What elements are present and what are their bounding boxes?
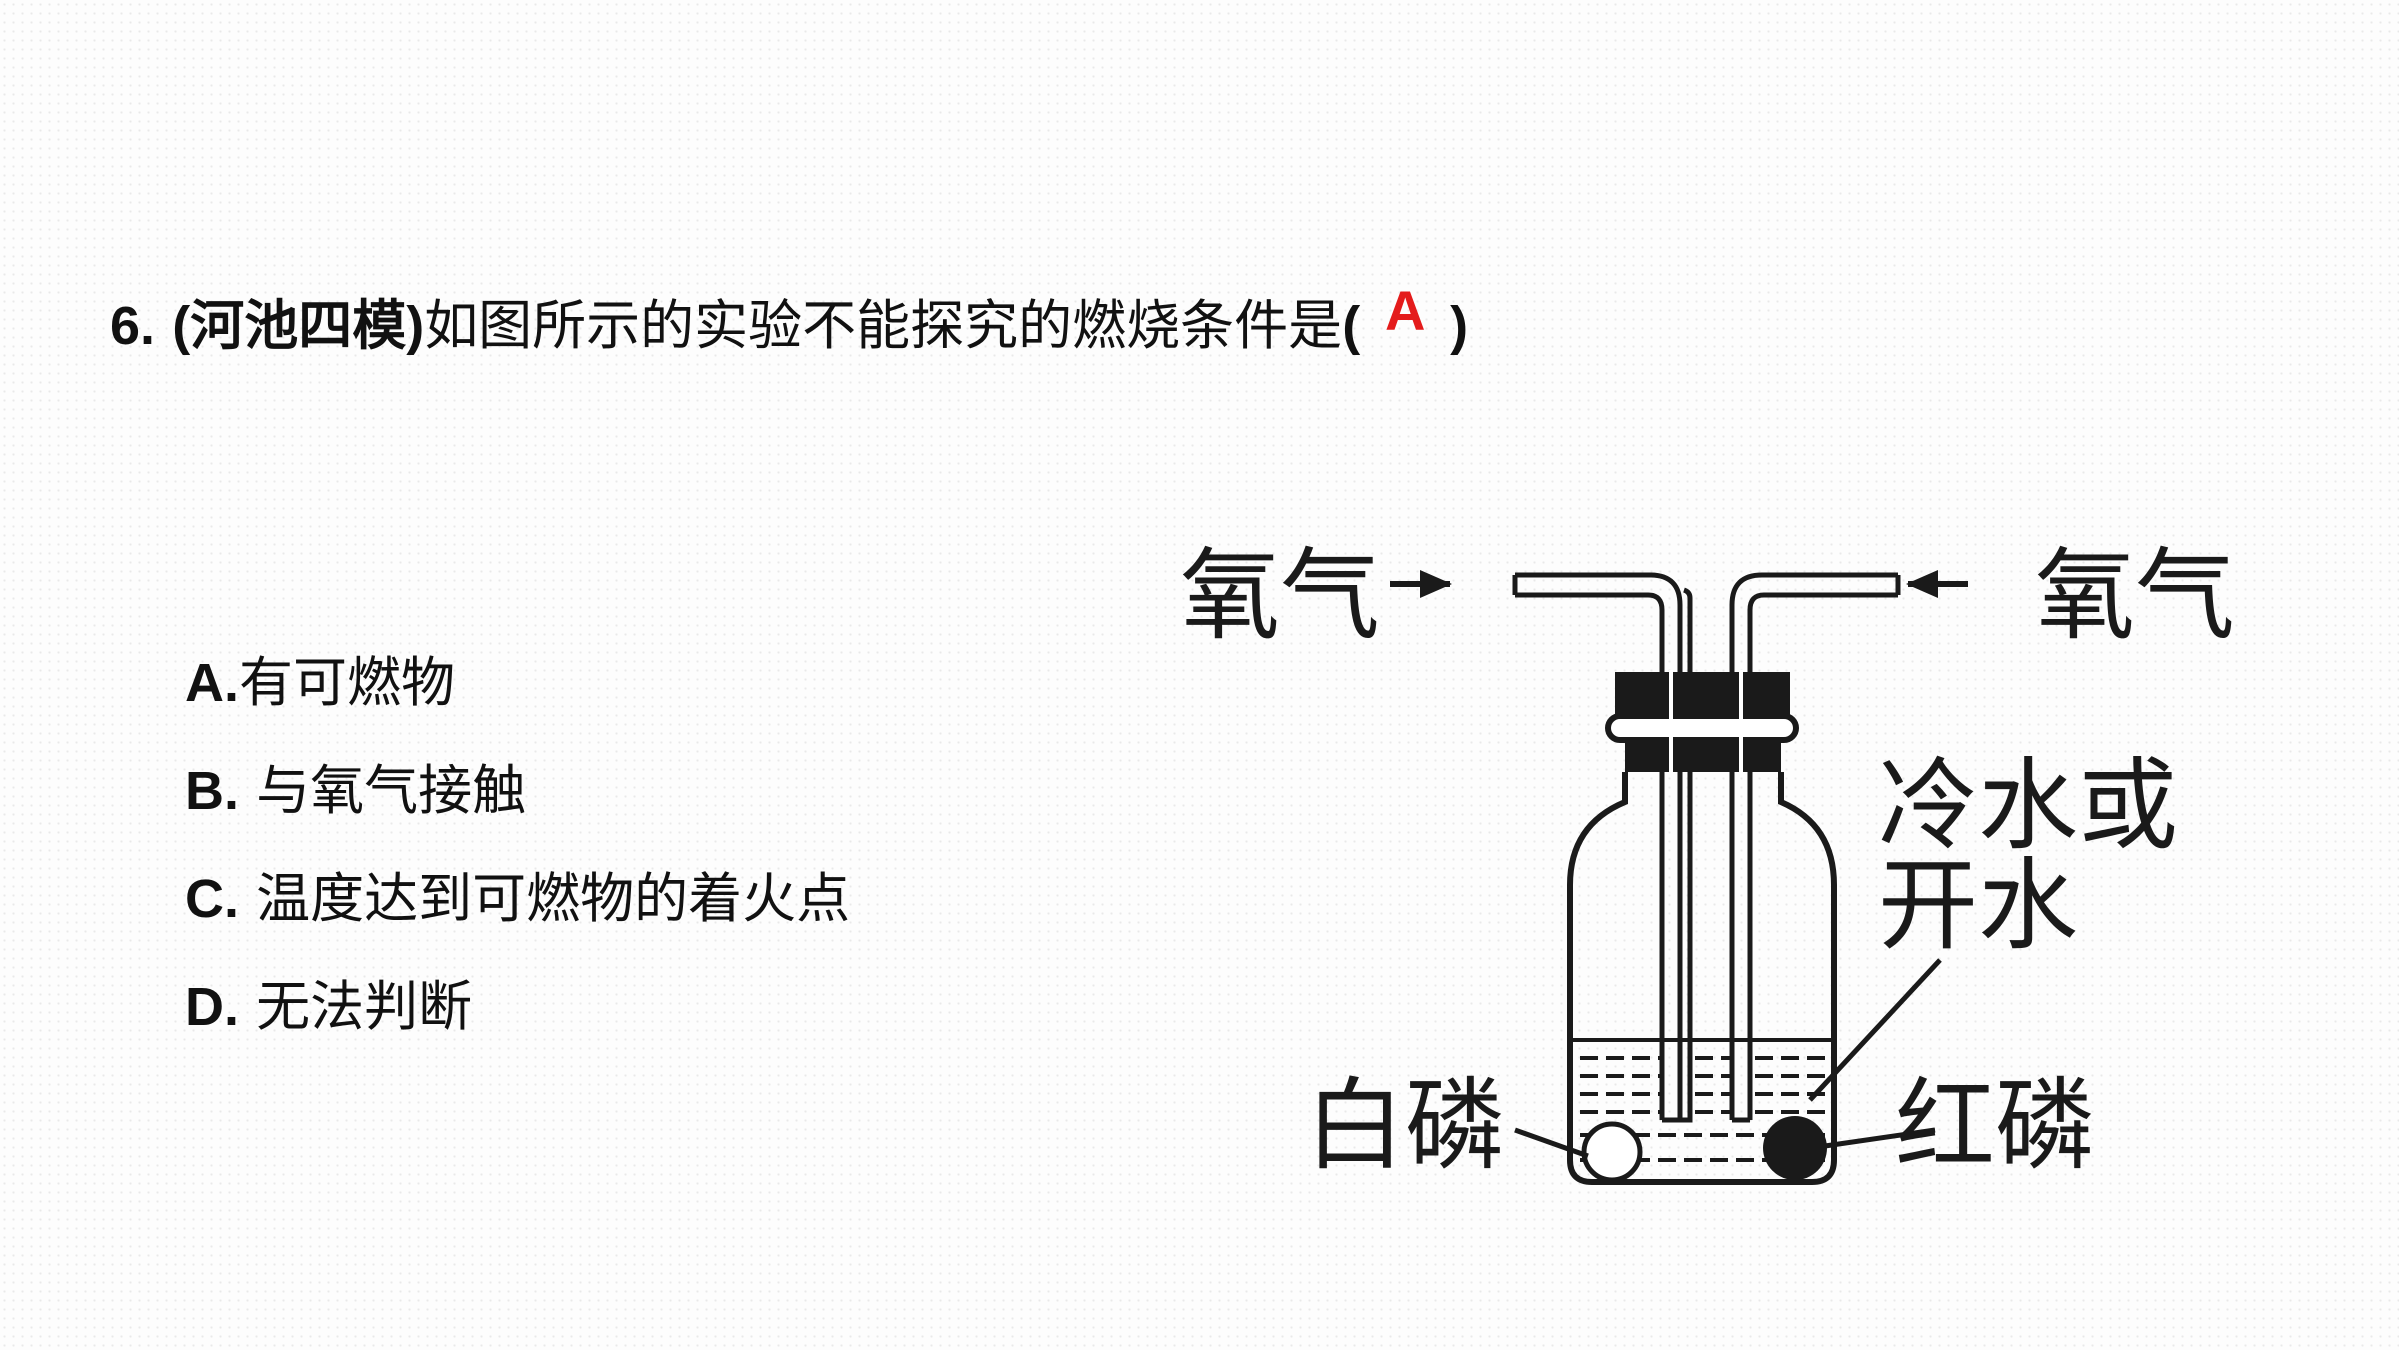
option-text: 有可燃物 bbox=[239, 651, 455, 714]
option-letter: B. bbox=[185, 761, 239, 821]
left-glass-tube-inner bbox=[1515, 592, 1665, 1120]
question-number: 6. bbox=[110, 296, 156, 356]
red-phosphorus-label: 红磷 bbox=[1895, 1067, 2095, 1184]
oxygen-label-right: 氧气 bbox=[2035, 537, 2235, 654]
option-text: 温度达到可燃物的着火点 bbox=[256, 867, 851, 930]
option-letter: A. bbox=[185, 653, 239, 713]
water-label-line2: 开水 bbox=[1878, 847, 2078, 964]
option-text: 无法判断 bbox=[256, 975, 473, 1038]
question-source: (河池四模) bbox=[172, 296, 425, 356]
question-stem: 6. (河池四模)如图所示的实验不能探究的燃烧条件是( A) bbox=[110, 279, 1469, 361]
answer-paren-close: ) bbox=[1450, 296, 1469, 356]
right-glass-tube bbox=[1729, 572, 1898, 1120]
option-d: D. 无法判断 bbox=[185, 972, 850, 1080]
rubber-stopper bbox=[1615, 672, 1790, 718]
answer-options: A.有可燃物 B. 与氧气接触 C. 温度达到可燃物的着火点 D. 无法判断 bbox=[185, 648, 850, 1080]
water-label-line1: 冷水或 bbox=[1878, 747, 2178, 864]
right-glass-tube-inner bbox=[1747, 592, 1898, 1120]
white-phosphorus bbox=[1581, 1121, 1643, 1183]
oxygen-arrow-left bbox=[1390, 570, 1452, 598]
option-letter: D. bbox=[185, 977, 239, 1037]
option-b: B. 与氧气接触 bbox=[185, 756, 850, 864]
question-text: 如图所示的实验不能探究的燃烧条件是 bbox=[424, 294, 1343, 357]
answer-paren-open: ( bbox=[1342, 296, 1361, 356]
option-text: 与氧气接触 bbox=[256, 759, 527, 822]
oxygen-label-left: 氧气 bbox=[1180, 537, 1380, 654]
combustion-apparatus-diagram: 氧气 氧气 bbox=[1180, 537, 2235, 1185]
red-phosphorus bbox=[1763, 1116, 1827, 1180]
oxygen-arrow-right bbox=[1906, 570, 1968, 598]
white-phosphorus-label: 白磷 bbox=[1305, 1067, 1505, 1184]
option-a: A.有可燃物 bbox=[185, 648, 850, 756]
answer-mark: A bbox=[1384, 279, 1426, 342]
bottle-body bbox=[1567, 772, 1837, 1185]
option-letter: C. bbox=[185, 869, 239, 929]
option-c: C. 温度达到可燃物的着火点 bbox=[185, 864, 850, 972]
bottle-rim bbox=[1605, 713, 1799, 743]
bottle-neck-band bbox=[1625, 740, 1781, 772]
